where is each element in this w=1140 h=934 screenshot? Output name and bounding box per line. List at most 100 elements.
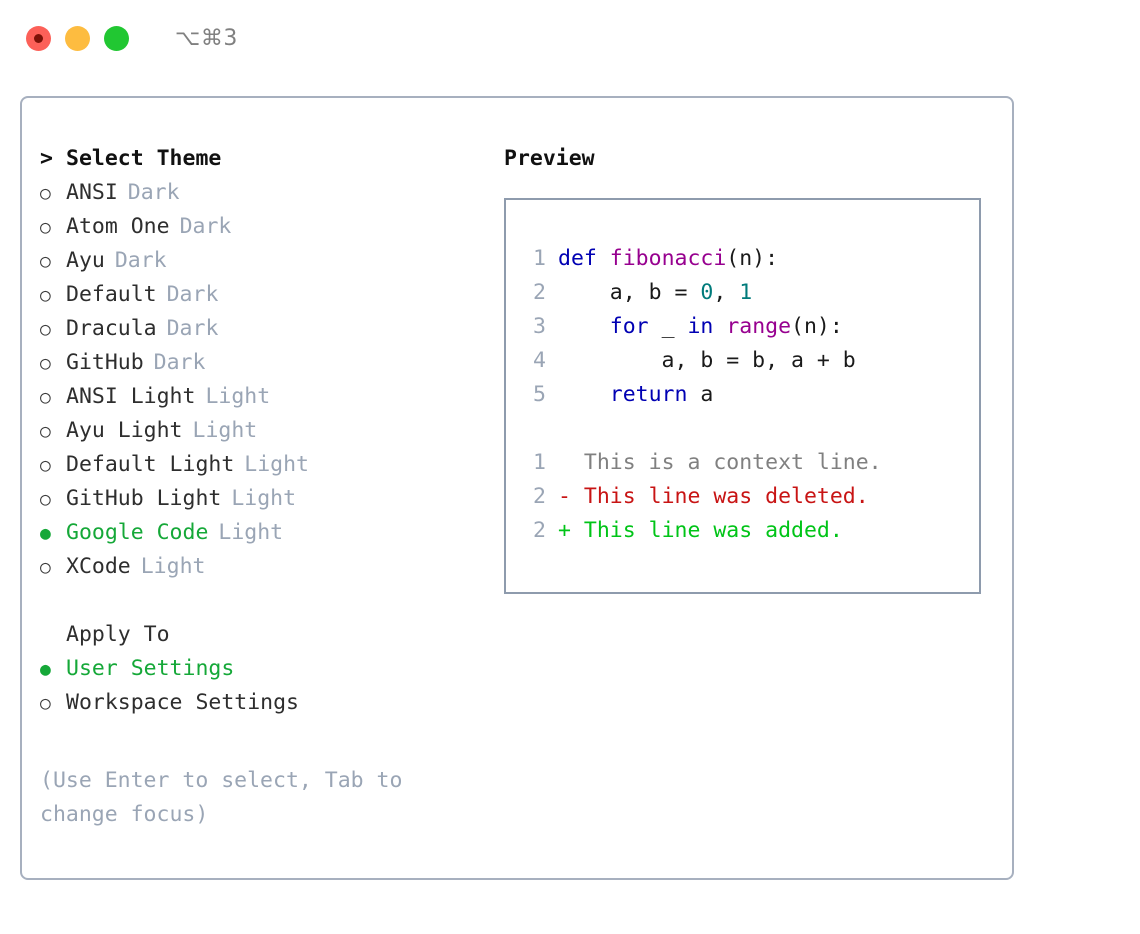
diff-sign: - — [558, 484, 571, 509]
theme-list-item[interactable]: ○ Atom One Dark — [40, 210, 492, 244]
radio-icon[interactable]: ○ — [40, 217, 51, 238]
diff-text — [571, 446, 584, 480]
theme-list-item[interactable]: ○ Default Dark — [40, 278, 492, 312]
theme-name: GitHub — [66, 350, 144, 375]
apply-to-panel: o Apply To ● User Settings ○ Workspace S… — [40, 618, 492, 720]
theme-list-item[interactable]: ○ Default Light Light — [40, 448, 492, 482]
theme-name: Atom One — [66, 214, 170, 239]
close-button[interactable] — [26, 25, 51, 51]
radio-icon[interactable]: ○ — [40, 693, 51, 714]
diff-content: This is a context line. — [583, 450, 882, 475]
theme-name: Default — [66, 282, 157, 307]
hint-gap — [40, 720, 492, 754]
diff-text — [571, 480, 584, 514]
list-gap — [40, 584, 492, 618]
radio-icon[interactable]: ○ — [40, 183, 51, 204]
theme-list-item[interactable]: ○ ANSI Dark — [40, 176, 492, 210]
radio-icon[interactable]: ○ — [40, 319, 51, 340]
apply-to-item-selected[interactable]: ● User Settings — [40, 652, 492, 686]
theme-list: ○ ANSI Dark ○ Atom One Dark ○ Ayu Dark — [40, 176, 492, 584]
line-number: 3 — [533, 314, 546, 339]
code-line: 3 for _ in range(n): — [520, 310, 979, 344]
theme-list-item[interactable]: ○ XCode Light — [40, 550, 492, 584]
theme-list-item[interactable]: ○ GitHub Light Light — [40, 482, 492, 516]
theme-name: Dracula — [66, 316, 157, 341]
theme-picker-panel: > Select Theme ○ ANSI Dark ○ Atom One Da… — [22, 142, 492, 878]
theme-variant: Dark — [179, 214, 232, 239]
theme-name: GitHub Light — [66, 486, 222, 511]
theme-name: ANSI Light — [66, 384, 196, 409]
diff-line-added: 2 + This line was added. — [520, 514, 979, 548]
theme-name: ANSI — [66, 180, 118, 205]
theme-list-item[interactable]: ○ Ayu Dark — [40, 244, 492, 278]
traffic-light-group — [26, 25, 129, 51]
line-number: 2 — [533, 518, 546, 543]
code-gap — [520, 412, 979, 446]
main-frame: > Select Theme ○ ANSI Dark ○ Atom One Da… — [20, 96, 1014, 880]
keyboard-hint: (Use Enter to select, Tab to change focu… — [40, 768, 416, 827]
radio-icon[interactable]: ○ — [40, 557, 51, 578]
theme-variant: Light — [218, 520, 284, 545]
diff-text — [571, 514, 584, 548]
window-title: ⌥⌘3 — [175, 25, 238, 51]
line-number: 2 — [533, 484, 546, 509]
theme-list-item-selected[interactable]: ● Google Code Light — [40, 516, 492, 550]
radio-icon[interactable]: ○ — [40, 353, 51, 374]
theme-variant: Light — [231, 486, 297, 511]
theme-list-item[interactable]: ○ Dracula Dark — [40, 312, 492, 346]
apply-to-heading-label: Apply To — [66, 622, 170, 647]
line-number: 2 — [533, 280, 546, 305]
radio-icon[interactable]: ○ — [40, 421, 51, 442]
theme-variant: Dark — [114, 248, 167, 273]
theme-variant: Dark — [153, 350, 206, 375]
diff-sign — [558, 446, 571, 480]
radio-icon[interactable]: ○ — [40, 489, 51, 510]
zoom-button[interactable] — [104, 25, 129, 51]
theme-list-item[interactable]: ○ GitHub Dark — [40, 346, 492, 380]
code-text: a, b = b, a + b — [558, 348, 856, 373]
theme-variant: Light — [205, 384, 271, 409]
code-text: return a — [609, 382, 714, 407]
radio-icon[interactable]: ○ — [40, 285, 51, 306]
theme-name: Ayu Light — [66, 418, 183, 443]
theme-list-item[interactable]: ○ ANSI Light Light — [40, 380, 492, 414]
theme-name: Ayu — [66, 248, 105, 273]
theme-variant: Dark — [166, 316, 219, 341]
radio-icon[interactable]: ○ — [40, 251, 51, 272]
line-number: 4 — [533, 348, 546, 373]
preview-box: 1 def fibonacci(n): 2 a, b = 0, 1 3 for … — [504, 198, 981, 594]
apply-to-label: User Settings — [66, 656, 235, 681]
apply-to-label: Workspace Settings — [66, 690, 299, 715]
line-number: 1 — [533, 246, 546, 271]
theme-name: Google Code — [66, 520, 209, 545]
code-text: a, b = 0, 1 — [558, 280, 753, 305]
preview-panel: Preview 1 def fibonacci(n): 2 a, b = 0, … — [492, 142, 1012, 878]
apply-to-item[interactable]: ○ Workspace Settings — [40, 686, 492, 720]
minimize-button[interactable] — [65, 25, 90, 51]
diff-line-deleted: 2 - This line was deleted. — [520, 480, 979, 514]
code-text: for _ in range(n): — [609, 314, 843, 339]
caret-icon: > — [40, 146, 53, 171]
radio-icon-selected[interactable]: ● — [40, 523, 51, 544]
diff-sign: + — [558, 518, 571, 543]
theme-variant: Light — [192, 418, 258, 443]
diff-content: This line was deleted. — [583, 484, 869, 509]
theme-variant: Dark — [127, 180, 180, 205]
theme-name: Default Light — [66, 452, 235, 477]
diff-line-context: 1 This is a context line. — [520, 446, 979, 480]
radio-icon[interactable]: ○ — [40, 455, 51, 476]
radio-icon-selected[interactable]: ● — [40, 659, 51, 680]
code-line: 5 return a — [520, 378, 979, 412]
line-number: 5 — [533, 382, 546, 407]
radio-icon[interactable]: ○ — [40, 387, 51, 408]
spacer-icon: o — [40, 619, 66, 653]
code-text: def fibonacci(n): — [558, 246, 779, 271]
line-number: 1 — [533, 450, 546, 475]
apply-to-heading: o Apply To — [40, 618, 492, 652]
diff-content: This line was added. — [583, 518, 843, 543]
theme-variant: Light — [244, 452, 310, 477]
theme-picker-heading: > Select Theme — [40, 142, 492, 176]
theme-list-item[interactable]: ○ Ayu Light Light — [40, 414, 492, 448]
theme-name: XCode — [66, 554, 131, 579]
